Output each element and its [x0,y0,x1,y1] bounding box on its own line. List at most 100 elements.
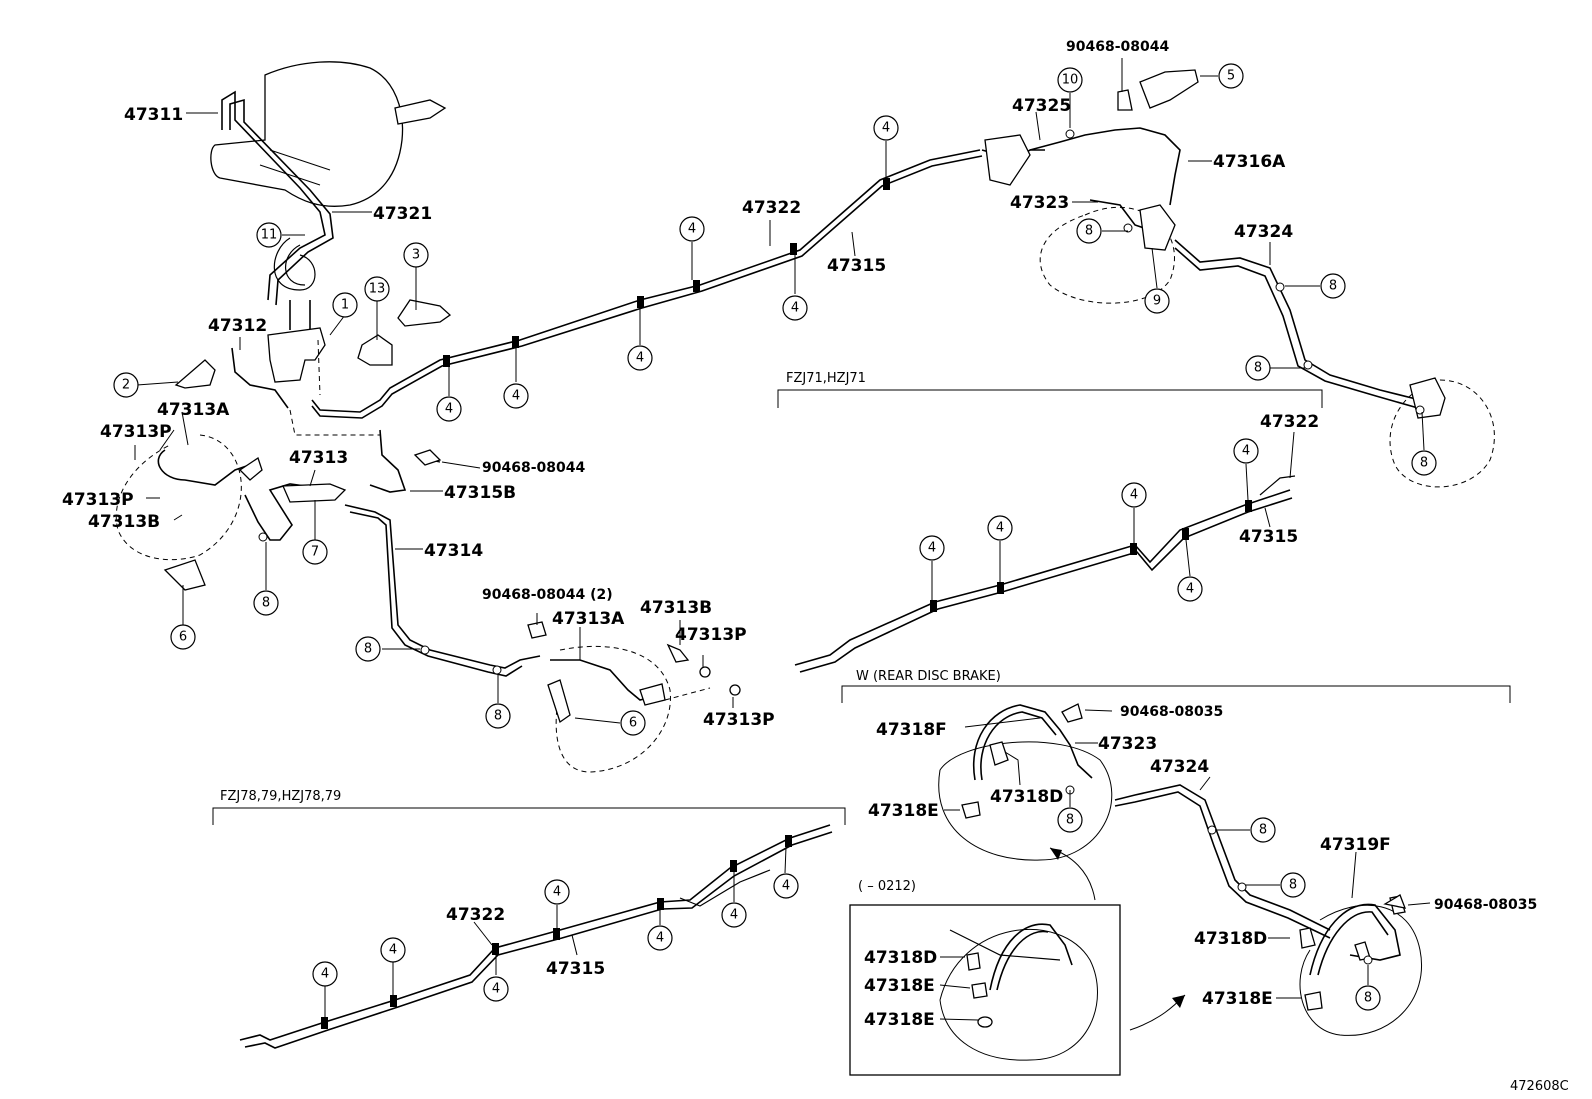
label-47324-rear: 47324 [1150,757,1209,777]
svg-text:4: 4 [1130,488,1138,503]
label-47318e-inset-top: 47318E [864,976,935,996]
svg-text:8: 8 [1329,279,1337,294]
callout-4-l: 4 [312,961,338,987]
svg-text:4: 4 [688,222,696,237]
front-pipes [221,90,334,330]
proportioning-valve [174,299,452,389]
callout-4-d: 4 [679,216,705,242]
label-47312: 47312 [208,316,267,336]
label-47318f: 47318F [876,720,947,740]
svg-text:4: 4 [882,121,890,136]
label-47325: 47325 [1012,96,1071,116]
svg-text:8: 8 [1420,456,1428,471]
callout-4-r: 4 [773,873,799,899]
callout-4-p: 4 [647,925,673,951]
callout-10: 10 [1057,67,1083,93]
section-brackets [212,389,1511,825]
label-47318d-rear: 47318D [990,787,1063,807]
label-47324-main: 47324 [1234,222,1293,242]
callout-4-m: 4 [380,937,406,963]
svg-text:13: 13 [369,282,386,297]
callout-4-a: 4 [436,396,462,422]
svg-text:4: 4 [636,351,644,366]
section-rear-disc: W (REAR DISC BRAKE) [856,669,1001,684]
callout-4-g: 4 [919,535,945,561]
fzj71-line [794,475,1296,673]
callout-6-left: 6 [170,624,196,650]
label-clip-90468-08044-top: 90468-08044 [1066,39,1169,55]
svg-text:5: 5 [1227,69,1235,84]
callout-8-top-c: 8 [1245,355,1271,381]
label-47318d-inset: 47318D [864,948,937,968]
callout-2: 2 [113,372,139,398]
line-47314 [344,504,541,677]
label-47315b: 47315B [444,483,516,503]
inset-0212 [849,847,1186,1076]
section-range: ( – 0212) [858,879,916,894]
callout-4-h: 4 [987,515,1013,541]
callout-4-e: 4 [782,295,808,321]
svg-text:3: 3 [412,248,420,263]
label-clip-90468-08035-rear: 90468-08035 [1120,704,1223,720]
callout-4-q: 4 [721,902,747,928]
section-fzj78: FZJ78,79,HZJ78,79 [220,789,341,804]
label-47322-main: 47322 [742,198,801,218]
label-clip-90468-08044-mid: 90468-08044 [482,460,585,476]
clips [413,449,1407,909]
label-47315-fzj78: 47315 [546,959,605,979]
label-47321: 47321 [373,204,432,224]
callout-4-n: 4 [544,879,570,905]
svg-text:8: 8 [1085,224,1093,239]
svg-text:2: 2 [122,378,130,393]
callout-4-k: 4 [1233,438,1259,464]
label-47318e-right: 47318E [1202,989,1273,1009]
label-47313: 47313 [289,448,348,468]
label-47315-fzj71: 47315 [1239,527,1298,547]
svg-text:4: 4 [512,389,520,404]
label-47316a: 47316A [1213,152,1286,172]
svg-text:8: 8 [1364,991,1372,1006]
callout-8-rear-b: 8 [1250,817,1276,843]
callout-8-rear-c: 8 [1280,872,1306,898]
svg-text:4: 4 [928,541,936,556]
svg-text:8: 8 [364,642,372,657]
front-left-brake [115,434,347,591]
svg-text:4: 4 [492,982,500,997]
callout-8-top-d: 8 [1411,450,1437,476]
label-clip-90468-08044-2: 90468-08044 (2) [482,587,613,603]
svg-text:4: 4 [553,885,561,900]
callout-8-mid2: 8 [485,703,511,729]
brake-booster [210,61,447,207]
callout-8-top-b: 8 [1320,273,1346,299]
svg-text:10: 10 [1062,73,1079,88]
label-47313a-right: 47313A [552,609,625,629]
callout-9: 9 [1144,288,1170,314]
label-clip-90468-08035-right: 90468-08035 [1434,897,1537,913]
label-47311: 47311 [124,105,183,125]
section-labels: FZJ71,HZJ71 W (REAR DISC BRAKE) FZJ78,79… [220,371,1569,1094]
label-47318e-rear: 47318E [868,801,939,821]
callout-4-i: 4 [1121,482,1147,508]
svg-text:4: 4 [791,301,799,316]
label-47313b-left: 47313B [88,512,160,532]
label-47313b-right: 47313B [640,598,712,618]
leader-lines [134,58,1431,1021]
label-47323-main: 47323 [1010,193,1069,213]
label-47313p-left-bottom: 47313P [62,490,134,510]
label-47313a-left: 47313A [157,400,230,420]
callout-7: 7 [302,539,328,565]
callout-3: 3 [403,242,429,268]
label-47313p-right-bottom: 47313P [703,710,775,730]
label-47323-rear: 47323 [1098,734,1157,754]
left-front-lines [231,149,983,493]
svg-text:8: 8 [1259,823,1267,838]
fzj78-line [239,824,833,1049]
svg-text:4: 4 [996,521,1004,536]
callout-8-top-a: 8 [1076,218,1102,244]
main-rear-line [981,69,1495,488]
svg-text:1: 1 [341,298,349,313]
svg-text:4: 4 [445,402,453,417]
callout-circles: 1 2 3 13 11 6 7 8 8 8 6 4 4 4 4 4 4 10 5… [113,63,1437,1011]
label-47318d-right: 47318D [1194,929,1267,949]
